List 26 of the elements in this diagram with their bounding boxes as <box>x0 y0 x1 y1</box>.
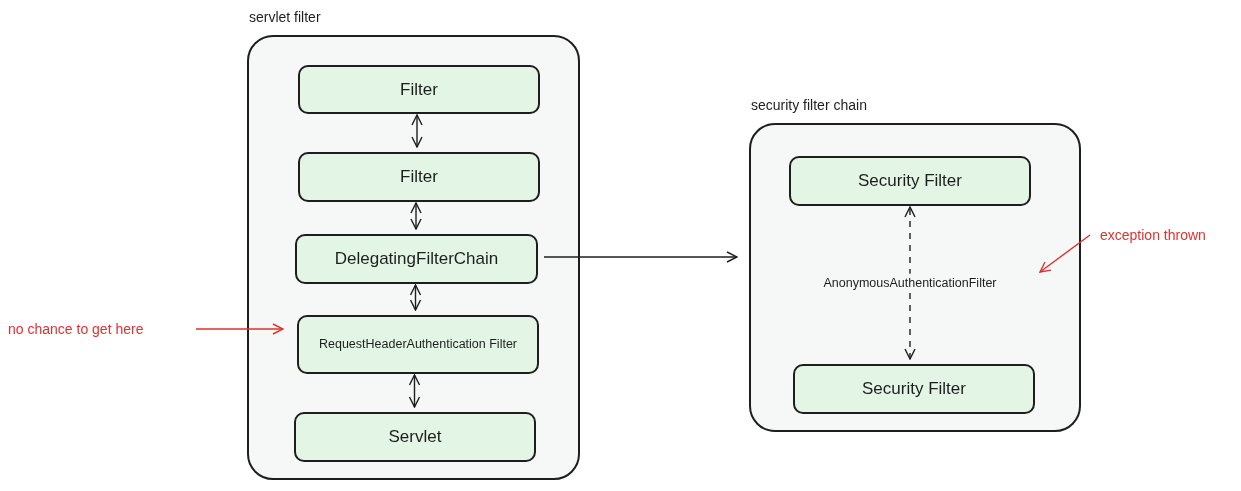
container-heading: security filter chain <box>751 96 867 115</box>
box-label: Security Filter <box>858 170 962 192</box>
box-label: Filter <box>400 78 438 101</box>
box-label: RequestHeaderAuthentication Filter <box>319 336 517 353</box>
arrow <box>1039 234 1091 273</box>
arrow <box>411 114 423 148</box>
filter-box <box>793 364 1035 414</box>
arrow <box>195 323 284 335</box>
box-label: Filter <box>400 166 438 188</box>
container-heading: servlet filter <box>249 8 321 27</box>
annotation-text: no chance to get here <box>8 318 188 340</box>
filter-box <box>295 234 538 284</box>
arrow <box>410 202 422 230</box>
box-label: Security Filter <box>862 378 966 400</box>
filter-box <box>294 412 536 462</box>
filter-box <box>298 152 540 202</box>
filter-box <box>789 156 1031 206</box>
filter-box <box>297 315 539 374</box>
arrow <box>904 206 916 360</box>
box-label: Servlet <box>388 426 442 448</box>
annotation-text: exception thrown <box>1100 224 1234 246</box>
filter-box <box>298 65 540 114</box>
arrow <box>409 284 422 311</box>
arrow <box>408 374 421 408</box>
box-label: DelegatingFilterChain <box>334 248 499 270</box>
arrow <box>543 251 738 263</box>
